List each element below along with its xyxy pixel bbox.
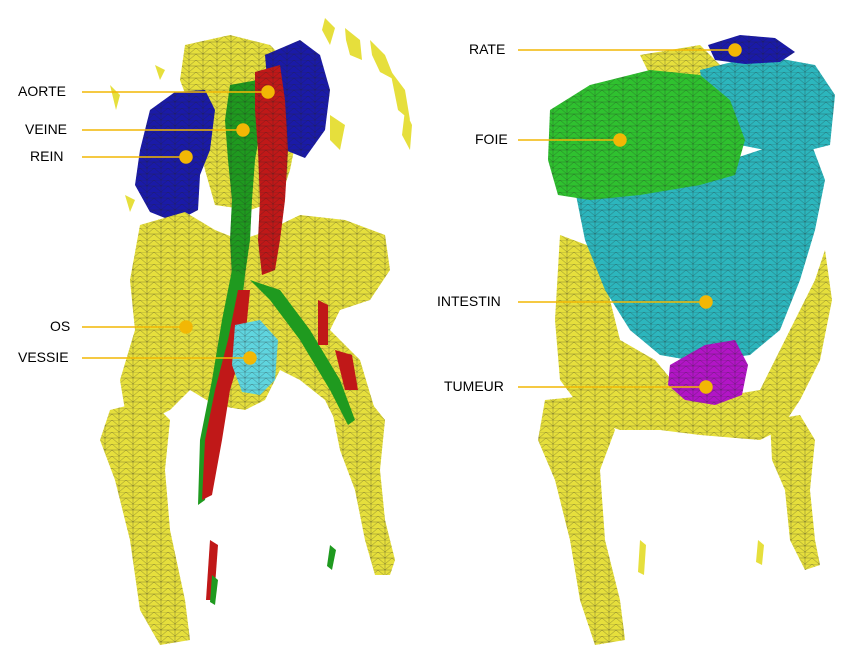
left-model [100,18,412,645]
label-os: OS [50,318,70,334]
label-aorte: AORTE [18,83,66,99]
label-intestin: INTESTIN [437,293,501,309]
label-rein: REIN [30,148,63,164]
right-model [538,35,835,645]
label-foie: FOIE [475,131,508,147]
label-vessie: VESSIE [18,349,69,365]
label-rate: RATE [469,41,505,57]
label-veine: VEINE [25,121,67,137]
label-tumeur: TUMEUR [444,378,504,394]
